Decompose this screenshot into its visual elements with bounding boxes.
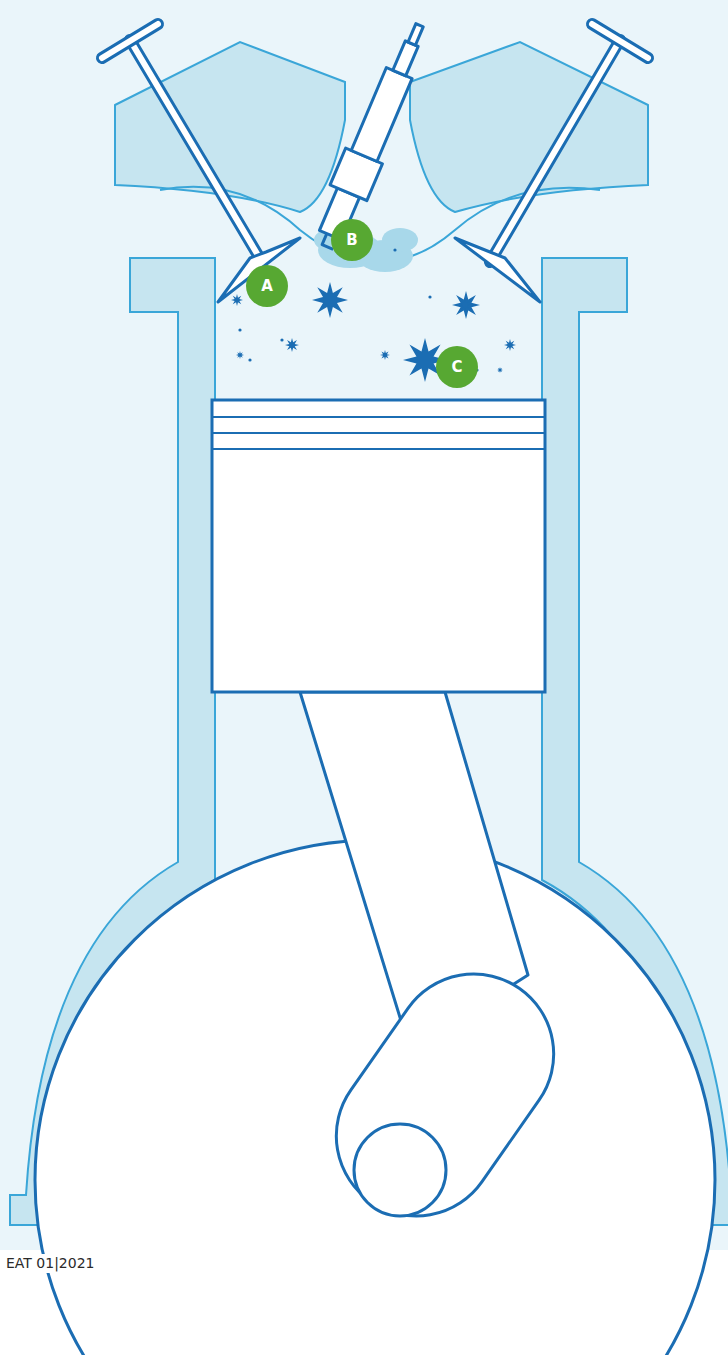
piston-ring <box>212 448 545 450</box>
spark-dot <box>280 338 283 341</box>
spark-dot <box>238 328 241 331</box>
spark-star <box>231 294 243 306</box>
piston <box>212 400 545 692</box>
intake-valve <box>102 24 300 302</box>
callout-letter: A <box>261 279 273 294</box>
crank-pin <box>354 1124 446 1216</box>
footer-note: EAT 01|2021 <box>4 1254 97 1273</box>
piston-ring <box>212 432 545 434</box>
callout-letter: C <box>451 360 462 375</box>
rod-big-end <box>305 943 585 1248</box>
spark-plug <box>307 17 438 254</box>
spark-dot <box>248 358 251 361</box>
callout-letter: B <box>346 233 357 248</box>
callout-circle: A <box>246 265 288 307</box>
spark-dot <box>428 295 431 298</box>
spark-star <box>452 291 480 319</box>
spark-star <box>312 282 348 318</box>
spark-star <box>460 300 470 310</box>
callout-circle: B <box>331 219 373 261</box>
spark-star <box>504 339 516 351</box>
spark-star <box>380 350 390 360</box>
spark-dot <box>393 248 396 251</box>
piston-ring <box>212 416 545 418</box>
callout-circle: C <box>436 346 478 388</box>
spark-star <box>285 338 299 352</box>
spark-star <box>236 351 244 359</box>
spark-star <box>497 367 503 373</box>
exhaust-valve <box>455 24 648 302</box>
